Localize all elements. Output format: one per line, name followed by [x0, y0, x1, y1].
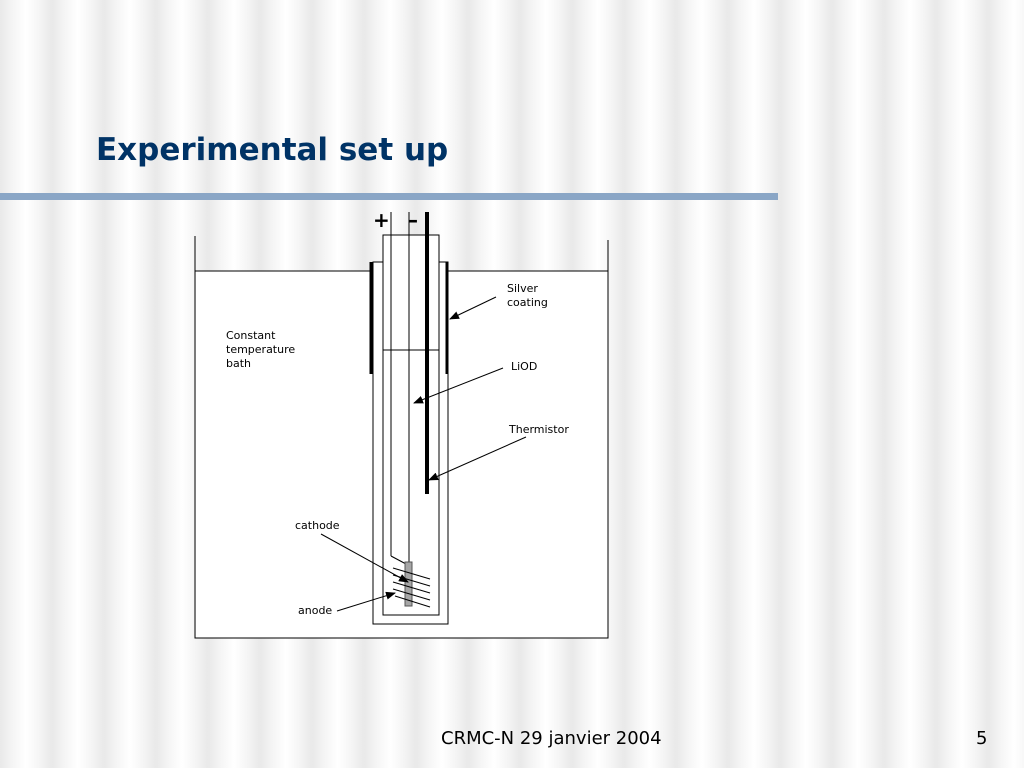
slide-title: Experimental set up [96, 132, 449, 168]
electrode-wires [390, 212, 410, 565]
cathode-electrode [404, 561, 413, 607]
inner-cell-tube [382, 234, 440, 616]
label-liod: LiOD [511, 360, 537, 373]
footer-text: CRMC-N 29 janvier 2004 [441, 728, 662, 749]
anode-arrow [336, 591, 396, 612]
silver-coating-arrow [449, 296, 497, 320]
label-silver-line2: coating [507, 296, 548, 309]
label-bath-line1: Constant [226, 329, 276, 342]
label-anode: anode [298, 604, 332, 617]
label-thermistor: Thermistor [508, 423, 569, 436]
minus-sign: – [408, 208, 418, 232]
plus-sign: + [373, 208, 390, 232]
cathode-arrow [320, 533, 409, 583]
slide-number: 5 [976, 728, 988, 749]
label-silver-line1: Silver [507, 282, 538, 295]
thermistor-arrow [428, 436, 527, 481]
label-bath-line2: temperature [226, 343, 295, 356]
label-bath-line3: bath [226, 357, 251, 370]
liod-arrow [413, 367, 504, 404]
title-divider [0, 193, 778, 200]
label-cathode: cathode [295, 519, 340, 532]
